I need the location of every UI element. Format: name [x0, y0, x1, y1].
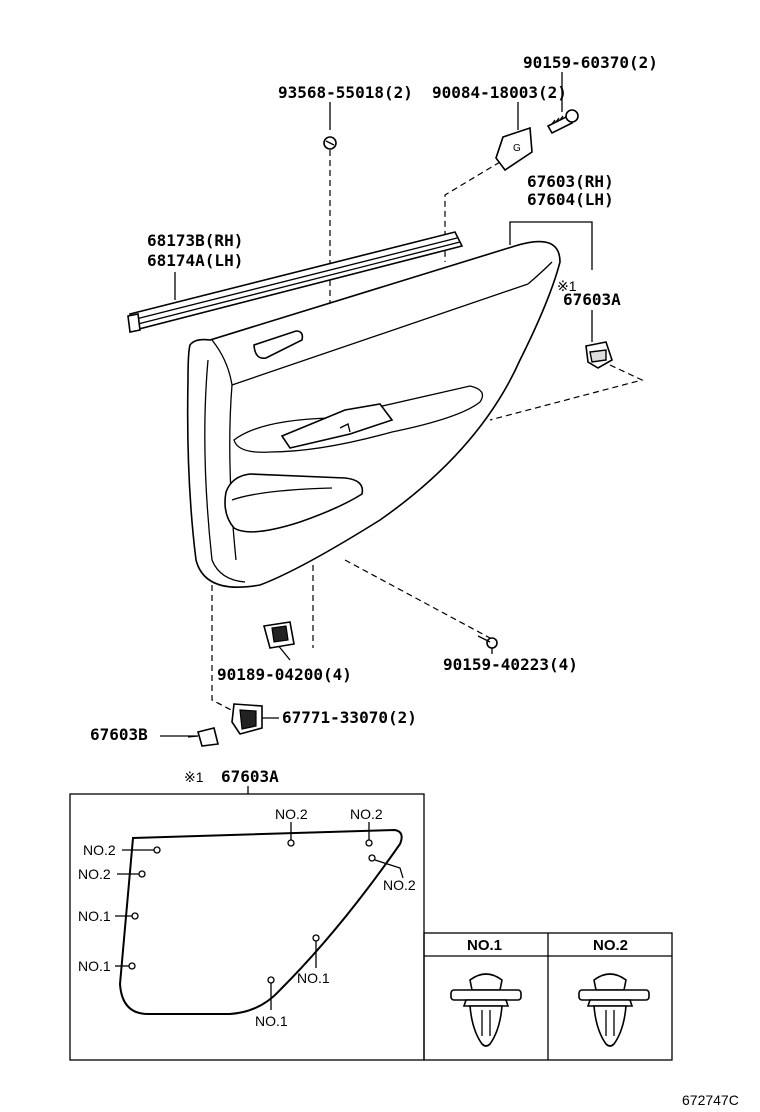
- clip-legend-table: [423, 932, 673, 1061]
- part-number-panel-rh[interactable]: 67603(RH): [527, 172, 614, 191]
- clip-label: NO.1: [78, 908, 111, 924]
- part-number-clip-top[interactable]: 93568-55018(2): [278, 83, 413, 102]
- retainer-icon[interactable]: [262, 621, 295, 649]
- part-number-clip-b[interactable]: 67603B: [90, 725, 148, 744]
- dash-screw: [344, 559, 491, 639]
- detail-panel-outline: [118, 828, 403, 1015]
- leader-clip-label: [374, 859, 404, 879]
- part-number-holder[interactable]: 67771-33070(2): [282, 708, 417, 727]
- clip-label: NO.1: [255, 1013, 288, 1029]
- clip-label: NO.1: [297, 970, 330, 986]
- door-trim-panel[interactable]: [186, 240, 561, 588]
- clip-top-icon[interactable]: [323, 136, 337, 150]
- svg-text:G: G: [513, 143, 521, 154]
- clip-label: NO.2: [383, 877, 416, 893]
- dash-clip-set: [489, 364, 644, 421]
- detail-title[interactable]: 67603A: [221, 767, 279, 786]
- screw-icon[interactable]: [477, 635, 498, 649]
- legend-no2-label: NO.2: [593, 937, 628, 954]
- clip-label: NO.2: [78, 866, 111, 882]
- clip-b-icon[interactable]: [187, 727, 219, 747]
- part-number-retainer[interactable]: 90189-04200(4): [217, 665, 352, 684]
- part-number-screw[interactable]: 90159-40223(4): [443, 655, 578, 674]
- clip-marker: [153, 846, 161, 854]
- clip-marker: [131, 912, 139, 920]
- leader-panel: [509, 221, 593, 270]
- clip-marker: [138, 870, 146, 878]
- part-number-panel-lh[interactable]: 67604(LH): [527, 190, 614, 209]
- bolt-top-icon[interactable]: [546, 109, 579, 135]
- clip-label: NO.2: [350, 806, 383, 822]
- clip-set-icon[interactable]: [585, 341, 613, 369]
- diagram-id: 672747C: [682, 1092, 739, 1108]
- dash-bracket: [444, 161, 501, 262]
- bracket-icon[interactable]: G: [495, 126, 533, 172]
- part-number-bolt-top[interactable]: 90159-60370(2): [523, 53, 658, 72]
- part-number-clip-set[interactable]: 67603A: [563, 290, 621, 309]
- part-number-weatherstrip-lh[interactable]: 68174A(LH): [147, 251, 243, 270]
- clip-marker: [365, 839, 373, 847]
- detail-box: [69, 793, 425, 1061]
- detail-note-mark: ※1: [184, 769, 204, 785]
- clip-no1-icon: [450, 973, 522, 1047]
- clip-label: NO.1: [78, 958, 111, 974]
- holder-icon[interactable]: [231, 703, 263, 735]
- legend-no1-label: NO.1: [467, 937, 502, 954]
- clip-label: NO.2: [275, 806, 308, 822]
- clip-label: NO.2: [83, 842, 116, 858]
- clip-marker: [128, 962, 136, 970]
- clip-marker: [368, 854, 376, 862]
- clip-marker: [267, 976, 275, 984]
- clip-marker: [312, 934, 320, 942]
- clip-marker: [287, 839, 295, 847]
- part-number-weatherstrip-rh[interactable]: 68173B(RH): [147, 231, 243, 250]
- clip-no2-icon: [578, 973, 650, 1047]
- weatherstrip[interactable]: [127, 231, 464, 333]
- part-number-bracket[interactable]: 90084-18003(2): [432, 83, 567, 102]
- note-mark: ※1: [557, 278, 577, 294]
